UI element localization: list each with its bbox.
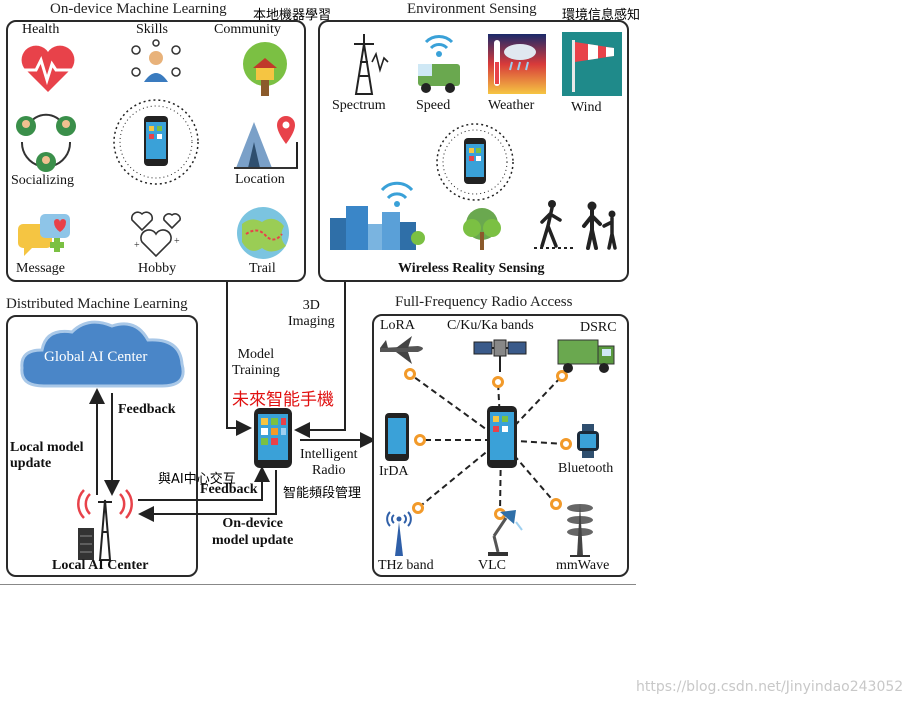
feedback-label-distributed: Feedback <box>118 402 176 417</box>
ai-interaction-cn-label: 與AI中心交互 <box>158 472 236 487</box>
feedback-label-center: Feedback <box>200 482 258 497</box>
wind-sock-icon <box>562 32 622 96</box>
drone-icon <box>380 336 423 364</box>
svg-text:+: + <box>134 240 140 251</box>
bottom-divider <box>0 584 636 585</box>
lora-label: LoRA <box>380 318 415 333</box>
trail-label: Trail <box>249 261 276 276</box>
ondevice-title: On-device Machine Learning <box>50 1 227 17</box>
training-line1: Model <box>237 347 275 362</box>
community-label: Community <box>214 22 281 37</box>
ondevice-title-cn: 本地機器學習 <box>253 8 332 23</box>
future-smartphone-icon <box>254 408 292 468</box>
socializing-label: Socializing <box>11 173 74 188</box>
location-label: Location <box>235 172 285 187</box>
message-label: Message <box>16 261 65 276</box>
satellite-icon <box>473 339 527 372</box>
vlc-label: VLC <box>478 558 506 573</box>
smartphone-sensing-icon <box>436 123 514 201</box>
weather-gauge-icon <box>488 34 546 94</box>
local-ai-tower-icon <box>77 489 133 561</box>
env-title: Environment Sensing <box>407 1 537 17</box>
local-model-line1: Local model <box>10 440 84 455</box>
dsrc-label: DSRC <box>580 320 617 335</box>
training-line2: Training <box>232 363 280 378</box>
health-label: Health <box>22 22 60 37</box>
radio-title: Full-Frequency Radio Access <box>395 294 573 310</box>
cku-ka-label: C/Ku/Ka bands <box>447 318 534 333</box>
local-ai-center-label: Local AI Center <box>52 558 149 573</box>
global-ai-center-label: Global AI Center <box>44 349 148 365</box>
env-title-cn: 環境信息感知 <box>562 8 641 23</box>
intelligent-radio-line1: Intelligent <box>300 447 358 462</box>
weather-label: Weather <box>488 98 535 113</box>
radio-smartphone-icon <box>487 406 517 468</box>
mmwave-tower-icon <box>567 504 593 557</box>
skills-person-icon <box>131 39 181 82</box>
radio-cn-label: 智能頻段管理 <box>283 486 362 501</box>
pedestrians-icon <box>534 200 617 250</box>
wind-label: Wind <box>571 100 602 115</box>
speed-truck-icon <box>418 35 460 93</box>
city-buildings-icon <box>330 181 425 250</box>
mmwave-label: mmWave <box>556 558 610 573</box>
future-phone-label: 未來智能手機 <box>232 390 334 410</box>
ondevice-update-label: On-device model update <box>212 515 293 549</box>
spectrum-label: Spectrum <box>332 98 386 113</box>
imaging-label: 3D Imaging <box>288 298 335 330</box>
socializing-network-icon <box>16 113 76 172</box>
irda-label: IrDA <box>379 464 409 479</box>
location-tent-pin-icon <box>234 116 298 169</box>
heart-pulse-icon <box>21 45 75 92</box>
message-chat-icon <box>18 214 70 256</box>
local-model-line2: update <box>10 456 52 471</box>
hobby-label: Hobby <box>138 261 177 276</box>
intelligent-radio-line2: Radio <box>312 463 346 478</box>
hobby-hearts-icon: ++ <box>130 211 181 258</box>
desk-lamp-icon <box>488 510 523 556</box>
imaging-line1: 3D <box>302 298 320 313</box>
tree-icon <box>463 208 501 250</box>
local-model-label: Local model update <box>10 440 84 472</box>
thz-label: THz band <box>378 558 434 573</box>
wireless-reality-label: Wireless Reality Sensing <box>398 261 545 276</box>
truck-icon <box>557 339 615 373</box>
speed-label: Speed <box>416 98 451 113</box>
trail-map-icon <box>237 207 289 259</box>
community-tree-house-icon <box>243 42 287 96</box>
intelligent-radio-label: Intelligent Radio <box>300 447 358 479</box>
svg-text:+: + <box>174 236 180 247</box>
thz-antenna-icon <box>386 511 412 556</box>
global-ai-cloud-icon <box>20 320 185 388</box>
ondevice-update-line2: model update <box>212 533 294 548</box>
training-label: Model Training <box>232 347 280 379</box>
skills-label: Skills <box>136 22 168 37</box>
imaging-line2: Imaging <box>288 314 335 329</box>
bluetooth-label: Bluetooth <box>558 461 614 476</box>
smartphone-icon <box>113 99 199 185</box>
smartwatch-icon <box>577 424 599 458</box>
watermark: https://blog.csdn.net/Jinyindao243052 <box>636 679 904 695</box>
ondevice-update-line1: On-device <box>222 516 283 531</box>
distributed-title: Distributed Machine Learning <box>6 296 188 312</box>
spectrum-tower-icon <box>354 34 389 95</box>
irda-phone-icon <box>385 413 409 461</box>
